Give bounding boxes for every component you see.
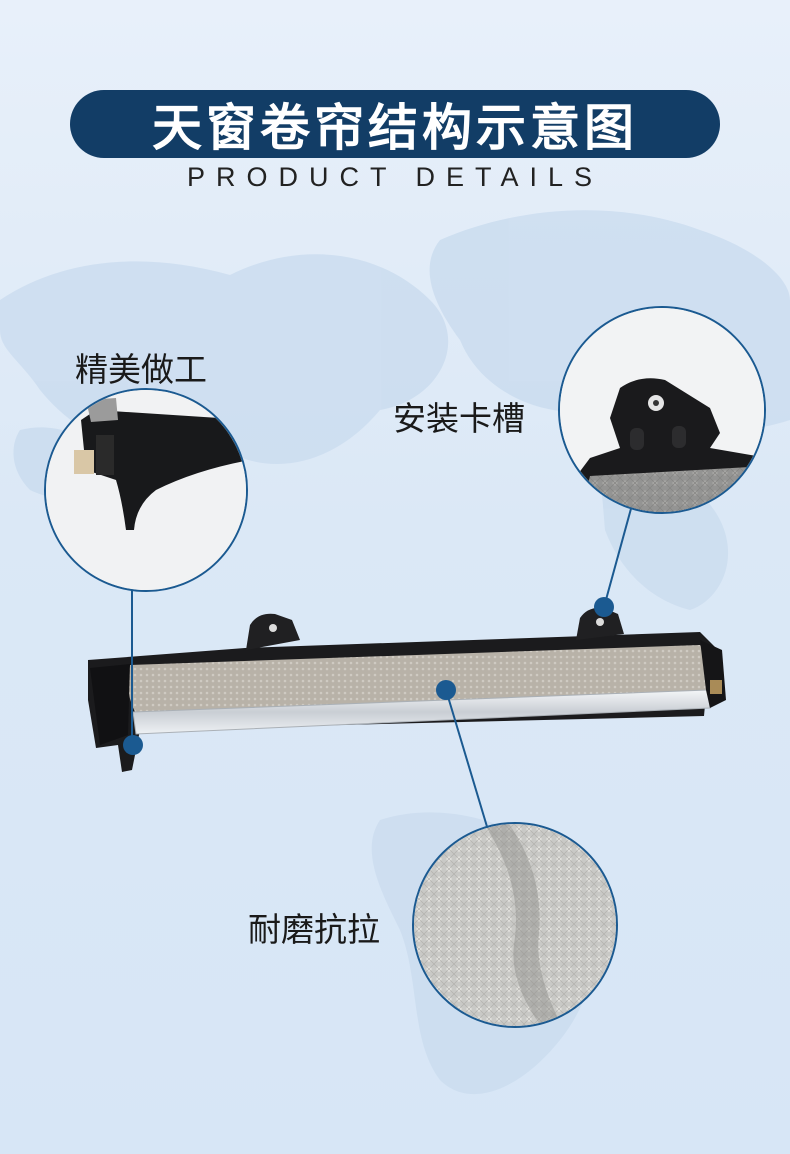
title-banner: 天窗卷帘结构示意图 [70, 90, 720, 158]
label-fabric: 耐磨抗拉 [248, 910, 380, 949]
detail-circle-mount-slot [558, 306, 766, 514]
page-title: 天窗卷帘结构示意图 [152, 99, 638, 157]
detail-circle-workmanship [44, 388, 248, 592]
label-mount-slot: 安装卡槽 [393, 399, 525, 438]
fabric-closeup [414, 824, 616, 1026]
label-workmanship: 精美做工 [75, 350, 207, 389]
detail-circle-fabric [412, 822, 618, 1028]
workmanship-closeup [46, 390, 246, 590]
mount-slot-closeup [560, 308, 764, 512]
page-subtitle: PRODUCT DETAILS [186, 162, 604, 192]
